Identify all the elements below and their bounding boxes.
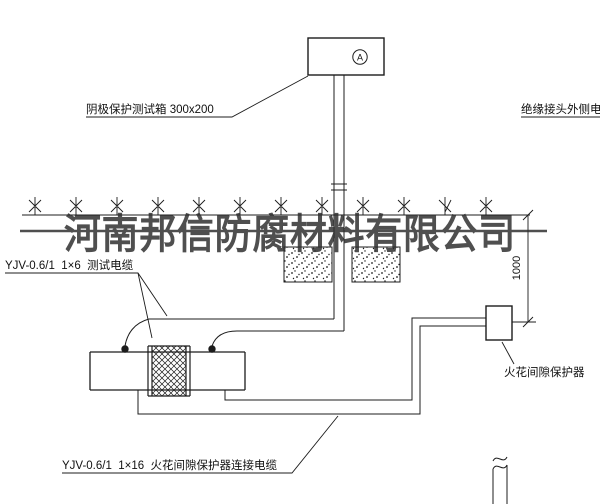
dimension-text-1000: 1000 <box>511 256 523 280</box>
insulated-joint-hatch <box>151 345 187 397</box>
weld-point-right <box>208 345 216 353</box>
meter-letter: A <box>357 52 363 62</box>
label-spark-protector: 火花间隙保护器 <box>504 365 585 379</box>
protector-cable-b <box>137 325 486 415</box>
label-test-cable: YJV-0.6/1 1×6 测试电缆 <box>5 259 134 272</box>
ground-hatch-marks <box>28 197 493 215</box>
test-cable-right <box>211 330 344 347</box>
test-box <box>307 37 385 76</box>
leader-protector-cable-label <box>62 415 339 474</box>
label-protector-cable: YJV-0.6/1 1×16 火花间隙保护器连接电缆 <box>62 458 278 472</box>
post-coupling <box>331 183 347 191</box>
test-post <box>333 75 345 331</box>
foundation-left <box>283 246 333 283</box>
foundation-right <box>351 246 401 283</box>
dimension-line-1000 <box>512 209 536 328</box>
meter-symbol-circle <box>352 49 368 65</box>
label-outer-cable: 绝缘接头外侧电缆 <box>521 102 600 116</box>
leader-spark-protector-label <box>501 341 515 365</box>
leader-test-cable-label <box>5 272 168 339</box>
watermark-group: 河南邦信防腐材料有限公司 <box>20 211 547 257</box>
leader-test-box-label <box>86 75 309 118</box>
watermark-text: 河南邦信防腐材料有限公司 <box>64 211 516 257</box>
test-cable-left <box>124 318 334 347</box>
protector-cable-a <box>224 317 486 401</box>
pipe-break-symbol <box>492 456 508 504</box>
spark-gap-protector <box>485 305 513 341</box>
weld-point-left <box>121 345 129 353</box>
label-test-box: 阴极保护测试箱 300x200 <box>86 102 214 116</box>
